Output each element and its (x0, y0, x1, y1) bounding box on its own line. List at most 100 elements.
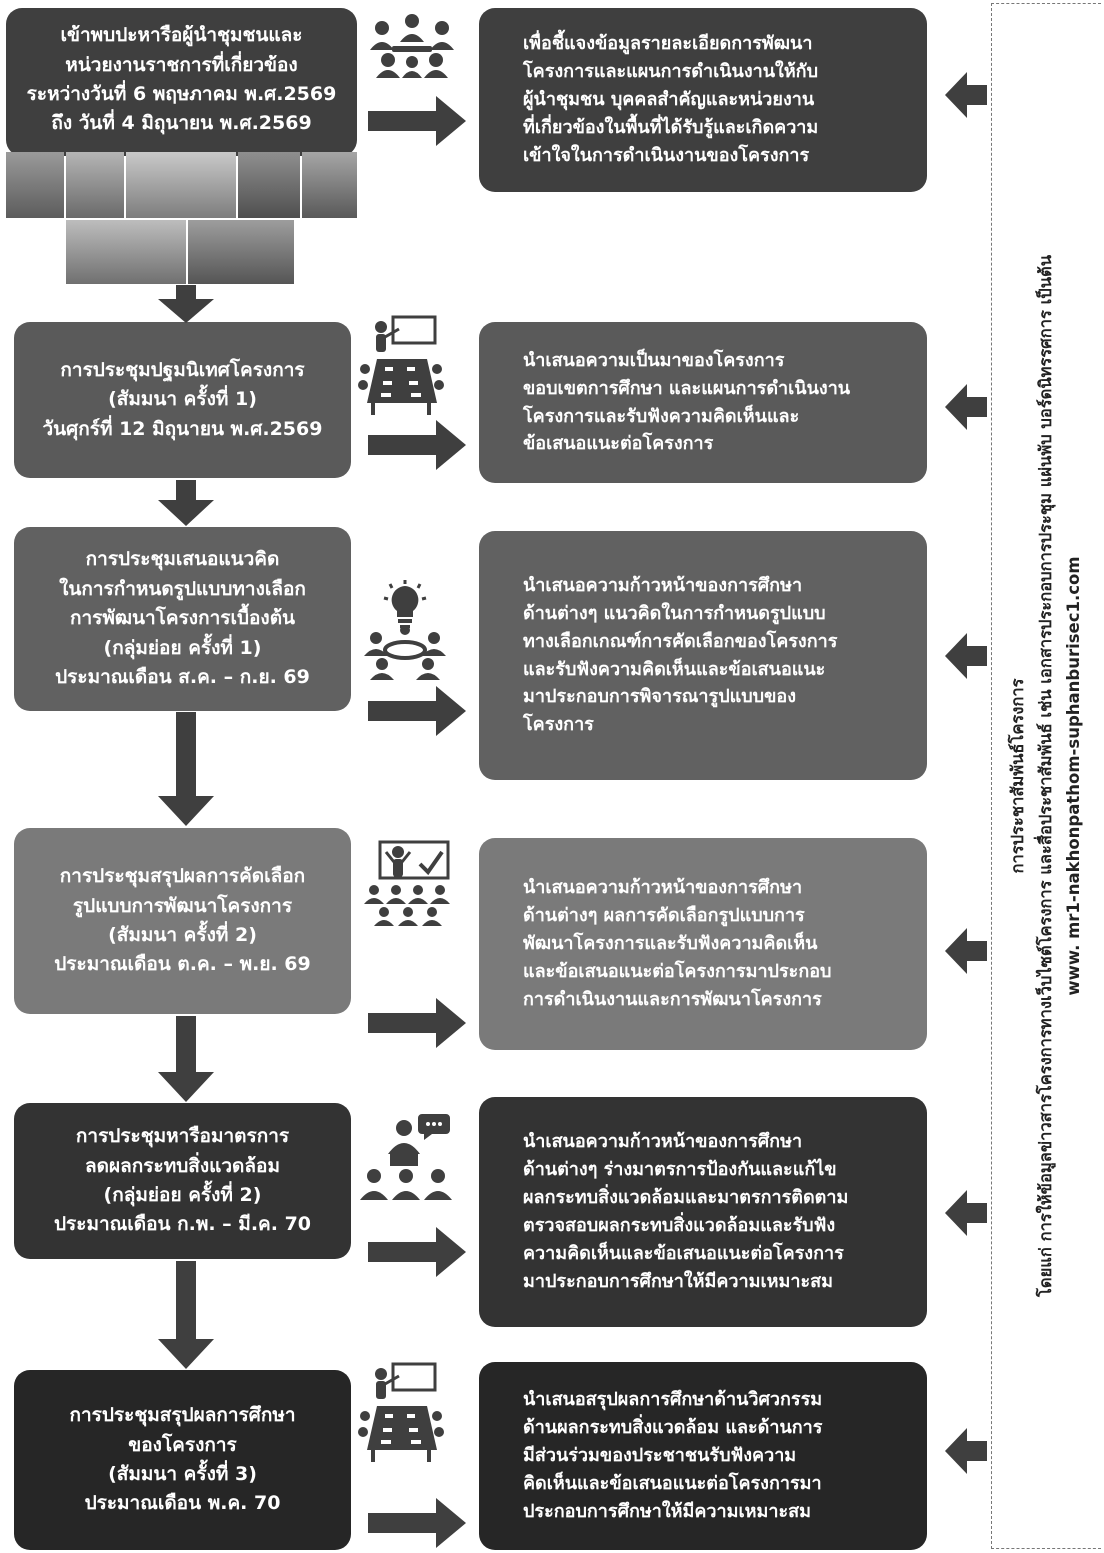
left-arrow (945, 928, 987, 974)
right-arrow (368, 1498, 466, 1548)
stage-1-desc-line: โครงการและแผนการดำเนินงานให้กับ (523, 61, 819, 83)
stage-3-line-5: ประมาณเดือน ส.ค. – ก.ย. 69 (55, 666, 310, 689)
stage-2-line-3: วันศุกร์ที่ 12 มิถุนายน พ.ศ.2569 (42, 417, 323, 440)
stage-4-desc-line: ด้านต่างๆ ผลการคัดเลือกรูปแบบการ (523, 905, 805, 927)
idea-lightbulb-icon (364, 580, 446, 680)
stage-6-line-2: ของโครงการ (128, 1433, 237, 1456)
stage-6-description: นำเสนอสรุปผลการศึกษาด้านวิศวกรรม ด้านผลก… (479, 1362, 927, 1550)
stage-2-line-2: (สัมมนา ครั้งที่ 1) (108, 388, 257, 411)
stage-6-line-4: ประมาณเดือน พ.ค. 70 (84, 1492, 281, 1515)
stage-5-line-2: ลดผลกระทบสิ่งแวดล้อม (85, 1154, 280, 1177)
stage-5-desc-line: มาประกอบการศึกษาให้มีความเหมาะสม (523, 1270, 833, 1292)
speaker-audience-icon (360, 1114, 452, 1200)
stage-3-desc-line: ด้านต่างๆ แนวคิดในการกำหนดรูปแบบ (523, 602, 826, 624)
stage-3-line-3: การพัฒนาโครงการเบื้องต้น (69, 607, 296, 630)
stage-3-desc-line: ทางเลือกเกณฑ์การคัดเลือกของโครงการ (523, 630, 838, 652)
stage-3-desc-line: นำเสนอความก้าวหน้าของการศึกษา (523, 574, 803, 596)
stage-4-desc-line: พัฒนาโครงการและรับฟังความคิดเห็น (523, 933, 818, 955)
side-panel-website: www. mr1-nakhonpathom-suphanburisec1.com (1064, 556, 1084, 996)
right-arrow (368, 1227, 466, 1277)
meeting-photo (302, 152, 357, 218)
stage-3-description: นำเสนอความก้าวหน้าของการศึกษา ด้านต่างๆ … (479, 531, 927, 780)
stage-2-desc-line: ขอบเขตการศึกษา และแผนการดำเนินงาน (523, 377, 851, 399)
stage-4-line-1: การประชุมสรุปผลการคัดเลือก (59, 865, 306, 888)
stage-1-line-3: ระหว่างวันที่ 6 พฤษภาคม พ.ศ.2569 (26, 83, 337, 105)
down-arrow (158, 1261, 214, 1369)
stage-3-box: การประชุมเสนอแนวคิด ในการกำหนดรูปแบบทางเ… (14, 527, 351, 711)
meeting-group-icon (370, 14, 454, 78)
left-arrow (945, 1428, 987, 1474)
stage-4-line-2: รูปแบบการพัฒนาโครงการ (72, 894, 293, 917)
right-arrow (368, 420, 466, 470)
meeting-photos-collage (6, 152, 357, 284)
conference-table-icon (358, 1362, 444, 1462)
stage-5-desc-line: ความคิดเห็นและข้อเสนอแนะต่อโครงการ (523, 1242, 844, 1264)
stage-6-desc-line: ประกอบการศึกษาให้มีความเหมาะสม (523, 1500, 812, 1522)
stage-5-description: นำเสนอความก้าวหน้าของการศึกษา ด้านต่างๆ … (479, 1097, 927, 1327)
stage-5-line-1: การประชุมหารือมาตรการ (75, 1125, 290, 1148)
left-arrow (945, 72, 987, 118)
stage-2-desc-line: ข้อเสนอแนะต่อโครงการ (523, 433, 714, 455)
stage-2-desc-line: นำเสนอความเป็นมาของโครงการ (523, 349, 785, 371)
meeting-photo (238, 152, 300, 218)
stage-1-desc-line: เพื่อชี้แจงข้อมูลรายละเอียดการพัฒนา (523, 33, 813, 55)
stage-2-desc-line: โครงการและรับฟังความคิดเห็นและ (523, 405, 800, 427)
stage-5-line-3: (กลุ่มย่อย ครั้งที่ 2) (103, 1184, 262, 1206)
stage-3-desc-line: โครงการ (523, 714, 594, 736)
stage-4-description: นำเสนอความก้าวหน้าของการศึกษา ด้านต่างๆ … (479, 838, 927, 1050)
meeting-photo (6, 152, 64, 218)
left-arrow (945, 633, 987, 679)
stage-6-desc-line: มีส่วนร่วมของประชาชนรับฟังความ (523, 1445, 797, 1467)
stage-6-line-1: การประชุมสรุปผลการศึกษา (69, 1404, 296, 1427)
stage-5-desc-line: นำเสนอความก้าวหน้าของการศึกษา (523, 1131, 803, 1153)
stage-1-line-2: หน่วยงานราชการที่เกี่ยวข้อง (65, 53, 298, 76)
stage-4-desc-line: การดำเนินงานและการพัฒนาโครงการ (523, 988, 822, 1010)
meeting-photo (188, 220, 294, 284)
stage-6-desc-line: คิดเห็นและข้อเสนอแนะต่อโครงการมา (523, 1472, 822, 1494)
stage-2-box: การประชุมปฐมนิเทศโครงการ (สัมมนา ครั้งที… (14, 322, 351, 478)
stage-6-desc-line: ด้านผลกระทบสิ่งแวดล้อม และด้านการ (523, 1417, 823, 1439)
stage-6-line-3: (สัมมนา ครั้งที่ 3) (108, 1463, 257, 1485)
side-panel-body: โดยแก่ การให้ข้อมูลข่าวสารโครงการทางเว็บ… (1035, 255, 1055, 1297)
stage-4-line-3: (สัมมนา ครั้งที่ 2) (108, 924, 257, 946)
stage-4-box: การประชุมสรุปผลการคัดเลือก รูปแบบการพัฒน… (14, 828, 351, 1014)
down-arrow (158, 712, 214, 826)
meeting-photo (66, 152, 124, 218)
down-arrow (158, 1016, 214, 1102)
stage-3-line-4: (กลุ่มย่อย ครั้งที่ 1) (103, 636, 262, 659)
meeting-photo (66, 220, 186, 284)
stage-4-line-4: ประมาณเดือน ต.ค. – พ.ย. 69 (54, 953, 311, 976)
left-arrow (945, 384, 987, 430)
right-arrow (368, 96, 466, 146)
meeting-photo (126, 152, 236, 218)
stage-1-line-4: ถึง วันที่ 4 มิถุนายน พ.ศ.2569 (51, 112, 312, 135)
stage-1-desc-line: เข้าใจในการดำเนินงานของโครงการ (523, 144, 810, 166)
side-panel-title: การประชาสัมพันธ์โครงการ (1007, 678, 1027, 874)
down-arrow (158, 285, 214, 323)
stage-3-line-2: ในการกำหนดรูปแบบทางเลือก (59, 577, 306, 600)
stage-5-box: การประชุมหารือมาตรการ ลดผลกระทบสิ่งแวดล้… (14, 1103, 351, 1259)
side-panel-text: การประชาสัมพันธ์โครงการ โดยแก่ การให้ข้อ… (1004, 255, 1088, 1297)
stage-1-line-1: เข้าพบปะหารือผู้นำชุมชนและ (60, 24, 303, 47)
stage-6-box: การประชุมสรุปผลการศึกษา ของโครงการ (สัมม… (14, 1370, 351, 1550)
stage-3-line-1: การประชุมเสนอแนวคิด (85, 548, 280, 571)
stage-5-line-4: ประมาณเดือน ก.พ. – มี.ค. 70 (53, 1213, 312, 1236)
stage-6-desc-line: นำเสนอสรุปผลการศึกษาด้านวิศวกรรม (523, 1389, 823, 1411)
stage-1-desc-line: ผู้นำชุมชน บุคคลสำคัญและหน่วยงาน (523, 89, 815, 111)
side-panel-border (991, 3, 1101, 1549)
stage-2-description: นำเสนอความเป็นมาของโครงการ ขอบเขตการศึกษ… (479, 322, 927, 483)
stage-1-desc-line: ที่เกี่ยวข้องในพื้นที่ได้รับรู้และเกิดคว… (523, 116, 819, 138)
stage-1-description: เพื่อชี้แจงข้อมูลรายละเอียดการพัฒนา โครง… (479, 8, 927, 192)
stage-5-desc-line: ด้านต่างๆ ร่างมาตรการป้องกันและแก้ไข (523, 1159, 837, 1181)
down-arrow (158, 480, 214, 526)
stage-3-desc-line: และรับฟังความคิดเห็นและข้อเสนอแนะ (523, 658, 826, 680)
right-arrow (368, 686, 466, 736)
stage-5-desc-line: ตรวจสอบผลกระทบสิ่งแวดล้อมและรับฟัง (523, 1215, 836, 1236)
left-arrow (945, 1190, 987, 1236)
stage-3-desc-line: มาประกอบการพิจารณารูปแบบของ (523, 686, 796, 708)
right-arrow (368, 998, 466, 1048)
stage-4-desc-line: และข้อเสนอแนะต่อโครงการมาประกอบ (523, 960, 832, 982)
stage-4-desc-line: นำเสนอความก้าวหน้าของการศึกษา (523, 877, 803, 899)
conference-table-icon (358, 315, 444, 415)
stage-1-box: เข้าพบปะหารือผู้นำชุมชนและ หน่วยงานราชกา… (6, 8, 357, 156)
